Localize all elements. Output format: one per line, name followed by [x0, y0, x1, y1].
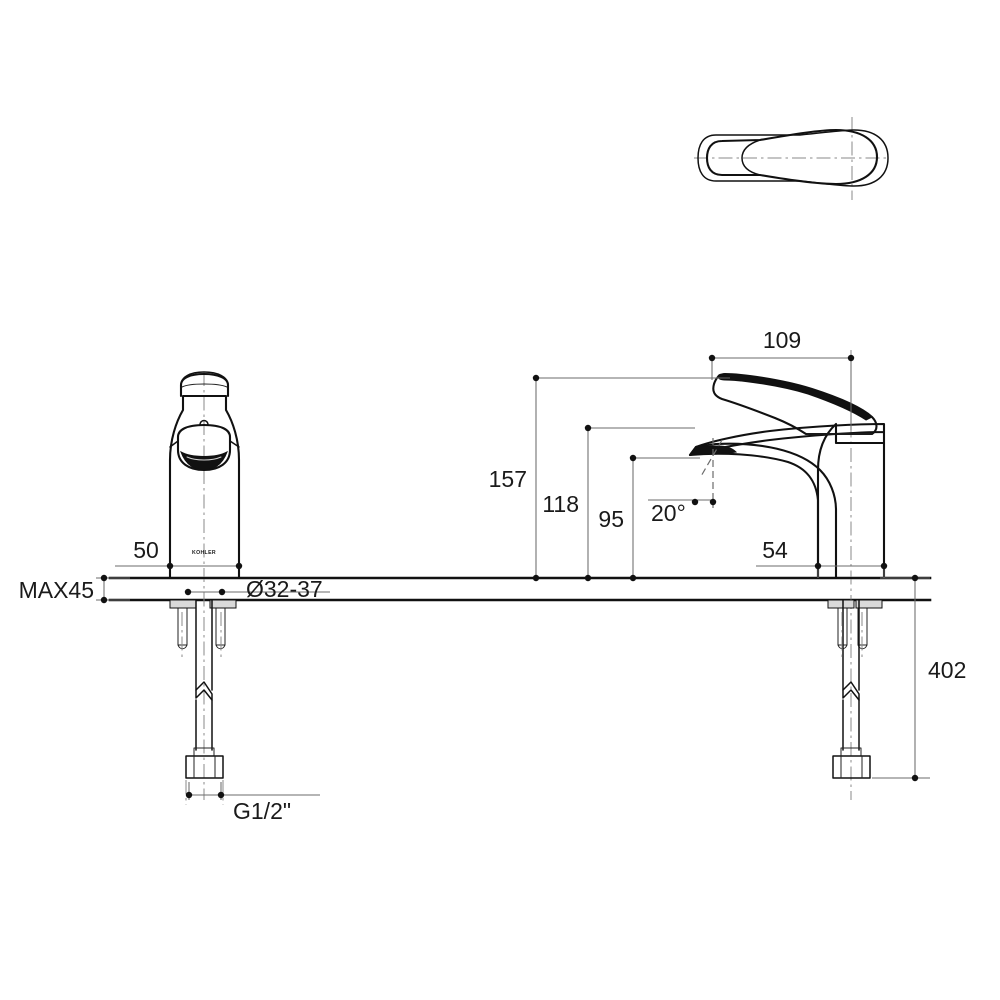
dim-20-label: 20°: [651, 500, 686, 526]
dim-54-label: 54: [762, 537, 788, 563]
dim-402-dot-bottom: [911, 774, 919, 782]
front-lever-highlight: [186, 456, 222, 461]
front-body-outline: [168, 394, 241, 580]
dim-g12-dot-right: [217, 791, 225, 799]
counter-deck: [108, 576, 932, 602]
side-spout-lower-contour: [688, 442, 838, 580]
front-wing-right: [229, 440, 240, 448]
dim-20-dot-a: [691, 498, 699, 506]
dim-95-dot-top: [629, 454, 637, 462]
side-clamp-right: [855, 599, 883, 609]
front-hose-break-symbol: [195, 681, 213, 701]
dim-g12-label: G1/2": [233, 798, 291, 824]
front-hex-fitting: [185, 755, 224, 779]
dim-hole-dot-left: [184, 588, 192, 596]
dim-95-dot-bottom: [629, 574, 637, 582]
dim-max45-label: MAX45: [19, 577, 94, 603]
dim-hole-dot-right: [218, 588, 226, 596]
dim-54-dot-left: [814, 562, 822, 570]
dimension-base-width: 50: [115, 537, 243, 570]
dimension-supply-thread: G1/2": [185, 782, 320, 824]
dim-157-dot-bottom: [532, 574, 540, 582]
dim-109-dot-right: [847, 354, 855, 362]
dim-max45-dot-top: [100, 574, 108, 582]
dim-95-label: 95: [598, 506, 624, 532]
side-hose-break-symbol: [842, 681, 860, 701]
dimension-pivot-height: 95: [598, 454, 700, 582]
side-hose-lower: [842, 699, 860, 751]
front-clamp-right: [209, 599, 237, 609]
dim-54-dot-right: [880, 562, 888, 570]
dim-hole-label: Ø32-37: [246, 576, 323, 602]
dimension-mounting-hole: Ø32-37: [184, 576, 330, 602]
dim-50-label: 50: [133, 537, 159, 563]
dim-50-dot-left: [166, 562, 174, 570]
front-lever-shadow: [180, 450, 228, 471]
dim-402-label: 402: [928, 657, 966, 683]
dim-50-dot-right: [235, 562, 243, 570]
front-wing-left: [169, 440, 179, 448]
dim-20-dot-b: [709, 498, 717, 506]
dim-118-label: 118: [542, 491, 579, 517]
faucet-front-view: KOHLER: [168, 371, 241, 805]
dimension-spout-reach: 109: [708, 327, 855, 430]
dimension-body-height: 118: [542, 424, 695, 582]
handle-neck-line: [741, 139, 761, 176]
side-hose-upper: [842, 599, 860, 691]
dim-max45-dot-bottom: [100, 596, 108, 604]
dim-402-dot-top: [911, 574, 919, 582]
handle-top-view: [694, 117, 890, 200]
handle-outer-outline: [697, 129, 889, 187]
dim-109-label: 109: [763, 327, 801, 353]
handle-lever-body: [705, 128, 879, 186]
dim-109-dot-left: [708, 354, 716, 362]
side-lever-top-edge: [717, 373, 873, 421]
front-lever-housing: [176, 423, 232, 472]
faucet-side-view: [688, 350, 886, 800]
dim-g12-dot-left: [185, 791, 193, 799]
dim-157-label: 157: [489, 466, 527, 492]
front-cap-dome: [180, 371, 229, 386]
dim-118-dot-bottom: [584, 574, 592, 582]
dimension-total-height: 157: [489, 374, 730, 582]
side-clamp-left: [827, 599, 855, 609]
dimension-overall-length: 402: [872, 574, 966, 782]
brand-logo: KOHLER: [192, 550, 216, 556]
dimension-base-depth: 54: [756, 537, 888, 578]
front-hose-upper: [195, 599, 213, 691]
side-lever-neck: [774, 417, 807, 435]
dimension-aerator-angle: 20°: [648, 438, 723, 526]
dim-157-dot-top: [532, 374, 540, 382]
dimension-deck-thickness: MAX45: [19, 574, 130, 604]
front-clamp-left: [169, 599, 197, 609]
front-cap-seam: [181, 383, 228, 388]
dim-20-angle-leg-a: [699, 439, 723, 479]
front-hose-lower: [195, 699, 213, 751]
dim-118-dot-top: [584, 424, 592, 432]
side-hex-fitting: [832, 755, 871, 779]
front-lever-knob: [199, 419, 209, 426]
